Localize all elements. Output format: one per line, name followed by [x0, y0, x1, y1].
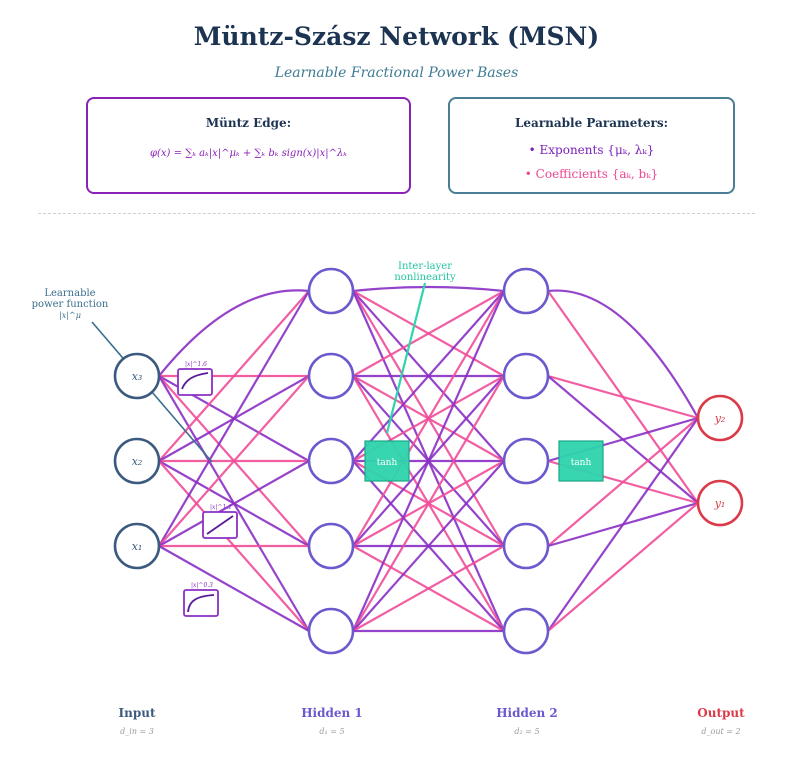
edge-31 [352, 290, 505, 547]
input-node-3 [113, 522, 161, 570]
layer-dim-output: d_out = 2 [701, 727, 741, 736]
edge-36 [351, 290, 506, 632]
hidden1-node-3 [307, 437, 355, 485]
power-glyph-curve-1 [181, 372, 209, 390]
power-glyph-curve-3 [187, 594, 215, 613]
power-function-line-1: Learnable [44, 288, 96, 299]
nonlinearity-line-2: nonlinearity [394, 272, 456, 283]
power-glyph-label-2: |x|^1.1 [210, 504, 232, 511]
edges-layer [158, 285, 699, 633]
edge-21 [352, 290, 505, 377]
page-title: Müntz-Szász Network (MSN) [193, 22, 600, 51]
power-glyph-label-1: |x|^1.6 [185, 361, 207, 368]
edge-41 [547, 289, 699, 419]
layer-dim-hidden-2: d₂ = 5 [514, 727, 540, 736]
section-divider [38, 213, 755, 214]
input-node-3-label: x₁ [132, 540, 143, 553]
layer-dim-input: d_in = 3 [120, 727, 154, 736]
edge-43 [547, 374, 699, 420]
power-glyph-box-3 [183, 589, 219, 617]
output-node-1 [696, 394, 744, 442]
output-node-2 [696, 479, 744, 527]
output-node-1-label: y₂ [714, 412, 726, 425]
input-node-2-label: x₂ [132, 455, 143, 468]
layer-label-hidden-2: Hidden 2 [496, 706, 558, 720]
param-coefficients: • Coefficients {aₖ, bₖ} [524, 167, 659, 181]
activation-label-1: tanh [377, 458, 398, 468]
activation-label-2: tanh [571, 458, 592, 468]
hidden1-node-4 [307, 522, 355, 570]
layer-label-output: Output [697, 706, 745, 720]
edge-6 [158, 290, 310, 462]
nonlinearity-annotation: Inter-layer nonlinearity [378, 261, 472, 283]
edge-glyphs: |x|^1.6 |x|^1.1 |x|^0.3 [177, 361, 238, 617]
hidden1-node-2 [307, 352, 355, 400]
activation-box-1 [364, 440, 410, 482]
power-function-annotation: Learnable power function |x|^μ [18, 288, 122, 321]
edge-38 [352, 460, 505, 632]
muntz-edge-formula: φ(x) = ∑ₖ aₖ|x|^μₖ + ∑ₖ bₖ sign(x)|x|^λₖ [150, 148, 347, 159]
hidden2-node-2 [502, 352, 550, 400]
layer-label-hidden-1: Hidden 1 [301, 706, 363, 720]
learnable-params-box: Learnable Parameters: • Exponents {μₖ, λ… [448, 97, 735, 194]
nonlinearity-pointer [385, 282, 427, 434]
page-subtitle: Learnable Fractional Power Bases [274, 65, 519, 81]
muntz-edge-title: Müntz Edge: [205, 116, 292, 130]
input-node-1-label: x₃ [132, 370, 143, 383]
hidden2-node-5 [502, 607, 550, 655]
muntz-edge-box: Müntz Edge: φ(x) = ∑ₖ aₖ|x|^μₖ + ∑ₖ bₖ s… [86, 97, 411, 194]
activation-boxes: tanh tanh [364, 440, 604, 482]
learnable-params-title: Learnable Parameters: [514, 116, 669, 130]
power-function-line-2: power function [31, 299, 109, 310]
activation-box-2 [558, 440, 604, 482]
edge-47 [547, 417, 699, 547]
layer-dim-hidden-1: d₁ = 5 [319, 727, 345, 736]
edge-37 [352, 375, 505, 632]
edge-15 [158, 545, 310, 632]
nonlinearity-line-1: Inter-layer [398, 261, 452, 272]
edge-49 [547, 417, 699, 632]
layer-label-input: Input [118, 706, 156, 720]
power-glyph-curve-2 [206, 515, 234, 535]
hidden1-node-1 [307, 267, 355, 315]
edge-11 [158, 290, 310, 547]
edge-13 [158, 460, 310, 547]
output-node-2-label: y₁ [714, 497, 726, 510]
hidden2-node-3 [502, 437, 550, 485]
hidden2-node-1 [502, 267, 550, 315]
edge-12 [158, 375, 310, 547]
power-function-line-3: |x|^μ [59, 311, 81, 320]
param-exponents: • Exponents {μₖ, λₖ} [528, 143, 655, 157]
power-glyph-label-3: |x|^0.3 [191, 582, 213, 589]
nodes-layer: x₃ x₂ x₁ y₂ y₁ [113, 267, 744, 655]
edge-26 [352, 290, 505, 462]
edge-39 [352, 545, 505, 632]
hidden2-node-4 [502, 522, 550, 570]
edge-1 [158, 289, 310, 377]
hidden1-node-5 [307, 607, 355, 655]
edge-50 [547, 502, 699, 632]
input-node-1 [113, 352, 161, 400]
input-node-2 [113, 437, 161, 485]
edge-16 [352, 285, 505, 293]
power-glyph-box-1 [177, 368, 213, 396]
